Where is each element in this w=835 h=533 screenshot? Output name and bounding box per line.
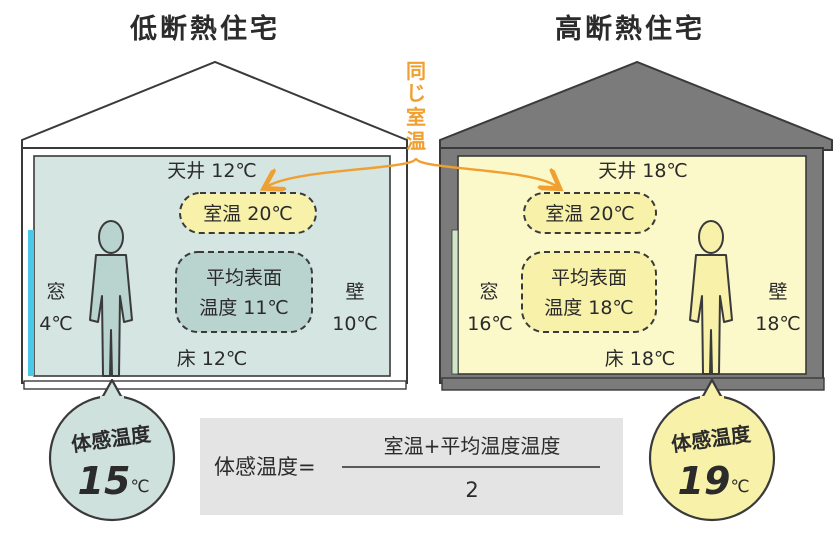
high-window-label: 窓: [479, 281, 498, 303]
connector-char-2: じ: [406, 81, 426, 105]
low-floor-temp: 床 12℃: [177, 348, 248, 370]
low-person-figure: [89, 220, 133, 377]
low-wall-label: 壁: [345, 281, 364, 303]
low-badge-unit: ℃: [130, 477, 149, 497]
low-house-title: 低断熱住宅: [129, 13, 280, 45]
low-room-temp-pill: [179, 192, 317, 234]
formula-lhs: 体感温度=: [214, 455, 316, 479]
high-avg-surface-pill: [521, 251, 657, 333]
high-window-temp: 16℃: [467, 313, 513, 335]
high-room-temp-pill: [523, 192, 657, 234]
connector-char-3: 室: [406, 105, 426, 129]
low-perceived-temp-badge: 体感温度 15 ℃: [48, 378, 176, 522]
formula-numerator: 室温+平均温度温度: [384, 434, 561, 458]
high-house-window: [451, 229, 459, 375]
connector-char-1: 同: [406, 59, 426, 83]
high-floor-temp: 床 18℃: [605, 348, 676, 370]
high-perceived-temp-badge: 体感温度 19 ℃: [648, 378, 776, 522]
high-wall-temp: 18℃: [755, 313, 801, 335]
low-house-roof: [21, 60, 408, 151]
high-insulation-house: 高断熱住宅 天井 18℃ 室温 20℃ 平均表面 温度 18℃ 窓 16℃ 壁 …: [439, 13, 833, 522]
low-window-label: 窓: [46, 281, 65, 303]
high-badge-value: 19: [678, 459, 731, 503]
low-insulation-house: 低断熱住宅 天井 12℃ 室温 20℃ 平均表面 温度 11℃ 窓 4℃ 壁 1…: [21, 13, 408, 522]
low-wall-temp: 10℃: [332, 313, 378, 335]
low-house-foundation: [23, 380, 407, 390]
low-avg-surface-line2: 温度 11℃: [199, 297, 289, 319]
formula-panel: 体感温度= 室温+平均温度温度 2: [200, 418, 623, 515]
low-avg-surface-pill: [175, 251, 313, 333]
high-house-foundation: [441, 377, 825, 391]
connector-arrow-left: [268, 156, 418, 186]
high-house-title: 高断熱住宅: [555, 13, 705, 45]
high-avg-surface-line2: 温度 18℃: [544, 297, 634, 319]
same-room-temp-connector: 同 じ 室 温: [268, 59, 556, 186]
connector-char-4: 温: [406, 129, 426, 153]
high-avg-surface-line1: 平均表面: [551, 267, 627, 289]
low-house-window: [28, 230, 34, 376]
low-ceiling-temp: 天井 12℃: [167, 160, 257, 182]
high-room-temp: 室温 20℃: [545, 203, 635, 225]
low-room-temp: 室温 20℃: [203, 203, 293, 225]
high-wall-label: 壁: [768, 281, 787, 303]
high-badge-unit: ℃: [730, 477, 749, 497]
high-house-roof: [439, 60, 833, 151]
high-ceiling-temp: 天井 18℃: [598, 160, 688, 182]
low-badge-value: 15: [78, 459, 131, 503]
low-window-temp: 4℃: [39, 313, 72, 335]
high-person-figure: [689, 220, 733, 375]
formula-denominator: 2: [465, 478, 478, 502]
connector-arrow-right: [414, 156, 556, 186]
low-avg-surface-line1: 平均表面: [206, 267, 282, 289]
